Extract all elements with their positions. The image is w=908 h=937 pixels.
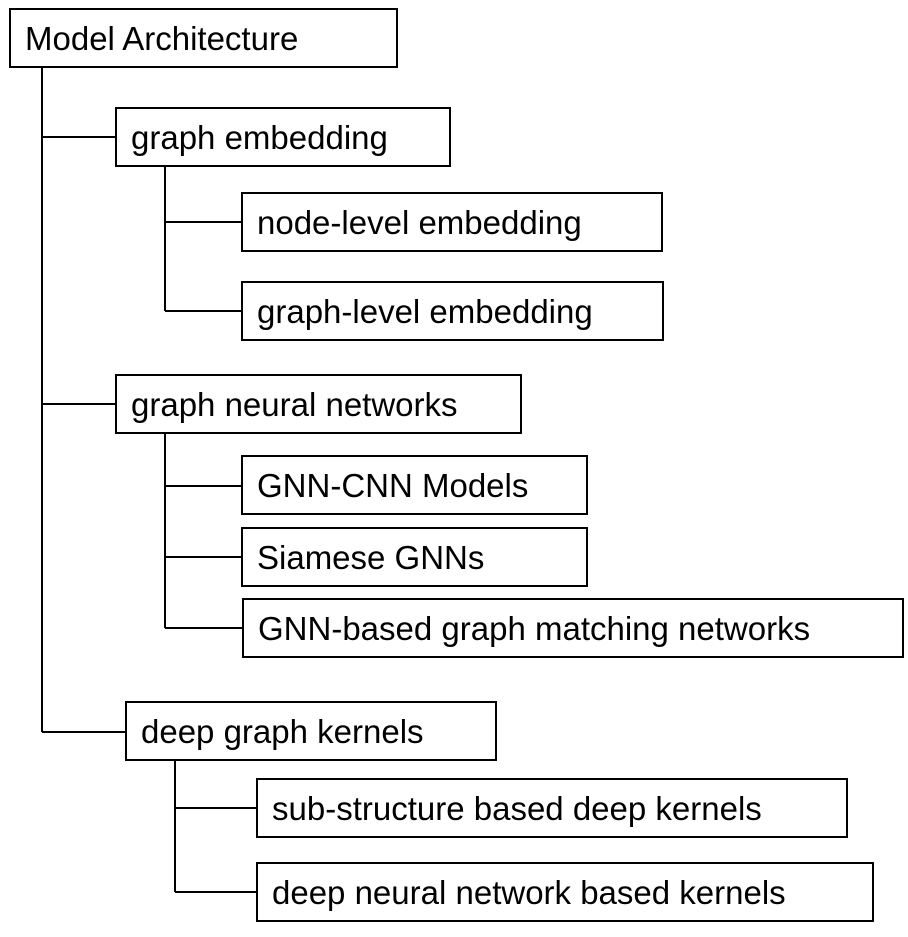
- root-node-model-architecture: Model Architecture: [9, 8, 398, 68]
- leaf-siamese-gnns: Siamese GNNs: [241, 527, 588, 587]
- category-graph-neural-networks: graph neural networks: [115, 374, 522, 434]
- category-deep-graph-kernels: deep graph kernels: [125, 701, 497, 761]
- leaf-graph-level-embedding: graph-level embedding: [241, 281, 664, 341]
- leaf-gnn-based-graph-matching-networks: GNN-based graph matching networks: [242, 598, 904, 658]
- category-graph-embedding: graph embedding: [115, 107, 451, 167]
- leaf-gnn-cnn-models: GNN-CNN Models: [241, 455, 588, 515]
- leaf-deep-neural-network-based-kernels: deep neural network based kernels: [256, 862, 874, 922]
- leaf-sub-structure-based-deep-kernels: sub-structure based deep kernels: [256, 778, 848, 838]
- leaf-node-level-embedding: node-level embedding: [241, 192, 663, 252]
